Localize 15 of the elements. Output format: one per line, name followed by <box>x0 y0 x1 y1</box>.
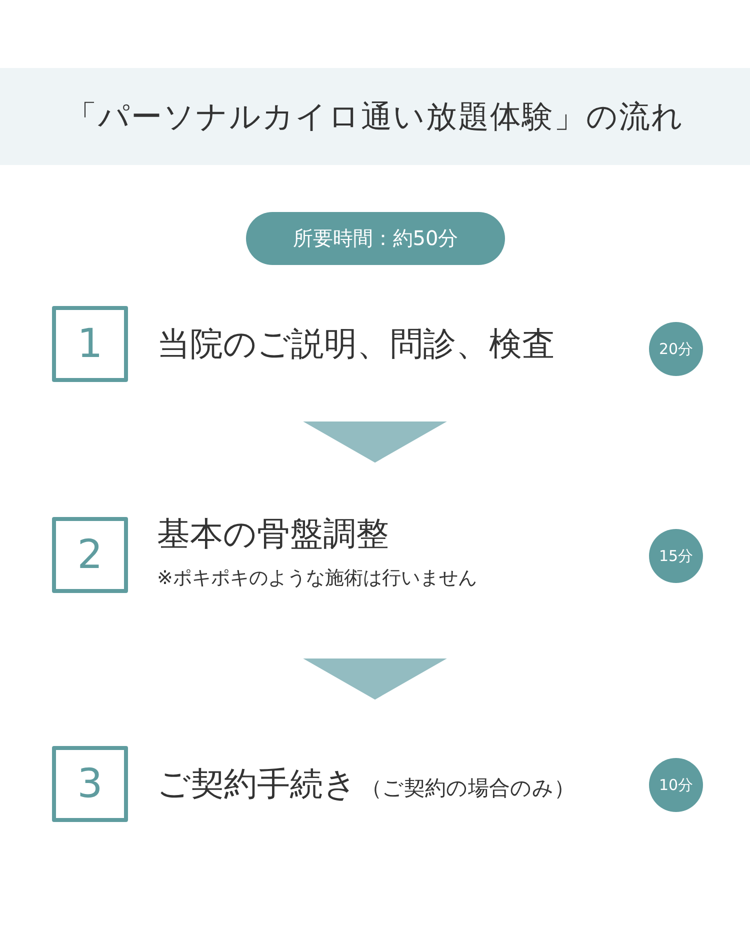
title: 「パーソナルカイロ通い放題体験」の流れ <box>66 98 684 136</box>
step-note: ※ポキポキのような施術は行いません <box>157 566 478 591</box>
duration-badge: 20分 <box>649 322 703 376</box>
duration-pill: 所要時間：約50分 <box>246 212 505 265</box>
step-number: 2 <box>52 517 128 593</box>
duration-badge: 10分 <box>649 758 703 812</box>
duration-badge: 15分 <box>649 529 703 583</box>
flow-arrow <box>303 658 447 700</box>
step-title: 当院のご説明、問診、検査 <box>157 324 555 363</box>
step-title: 基本の骨盤調整 <box>157 514 389 553</box>
step-condition: （ご契約の場合のみ） <box>361 776 575 800</box>
step-number: 3 <box>52 746 128 822</box>
step-title: ご契約手続き <box>157 764 357 803</box>
flow-arrow <box>303 422 447 463</box>
step-number: 1 <box>52 306 128 382</box>
